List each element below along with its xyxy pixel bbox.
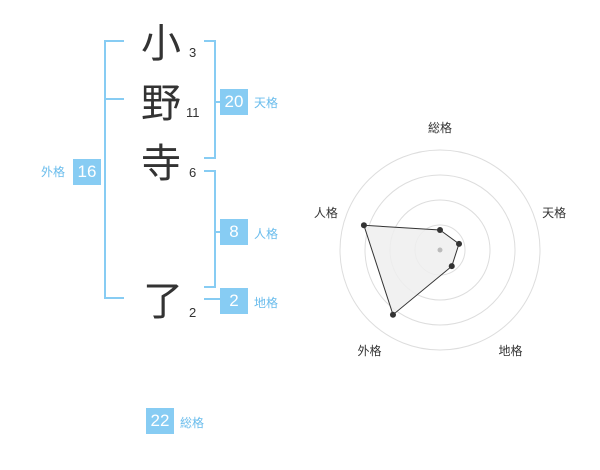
stroke-count-1: 3: [189, 45, 197, 60]
jinkaku-label: 人格: [254, 227, 279, 241]
gaikaku-bracket-top: [104, 40, 124, 42]
soukaku-value-badge: 22: [146, 408, 174, 434]
radar-point-1: [437, 227, 443, 233]
radar-axis-label-2: 天格: [542, 205, 566, 220]
radar-point-4: [389, 311, 396, 318]
jinkaku-bracket-connector: [214, 231, 222, 233]
gaikaku-bracket-vertical: [104, 40, 106, 299]
radar-point-5: [360, 222, 367, 229]
name-char-1: 小: [141, 21, 181, 67]
jinkaku-bracket-top: [204, 170, 216, 172]
tenkaku-bracket-vertical: [214, 40, 216, 159]
name-char-3: 寺: [141, 141, 181, 187]
radar-point-3: [448, 263, 455, 270]
radar-center-point: [437, 247, 443, 253]
jinkaku-bracket-vertical: [214, 170, 216, 288]
chikaku-bracket-connector: [204, 298, 222, 300]
soukaku-label: 総格: [180, 416, 205, 430]
jinkaku-bracket-bottom: [204, 286, 216, 288]
radar-axis-label-5: 人格: [314, 205, 338, 220]
stroke-count-3: 6: [189, 165, 197, 180]
tenkaku-bracket-connector: [214, 101, 222, 103]
gaikaku-label: 外格: [41, 165, 66, 179]
radar-axis-label-1: 総格: [428, 120, 452, 135]
radar-axis-label-4: 外格: [357, 343, 381, 358]
gaikaku-value-badge: 16: [73, 159, 101, 185]
name-char-4: 了: [143, 279, 183, 325]
stroke-count-4: 2: [189, 305, 197, 320]
radar-ring-4: [339, 149, 541, 351]
name-char-2: 野: [141, 81, 181, 127]
radar-axis-label-3: 地格: [499, 343, 523, 358]
tenkaku-bracket-top: [204, 40, 216, 42]
gaikaku-bracket-bottom: [104, 297, 124, 299]
stroke-count-2: 11: [186, 105, 200, 120]
tenkaku-bracket-bottom: [204, 157, 216, 159]
radar-ring-3: [364, 174, 516, 326]
radar-polygon: [363, 224, 460, 316]
gaikaku-bracket-mid: [104, 98, 124, 100]
tenkaku-label: 天格: [254, 96, 279, 110]
radar-point-2: [456, 240, 463, 247]
tenkaku-value-badge: 20: [220, 89, 248, 115]
chikaku-value-badge: 2: [220, 288, 248, 314]
chikaku-label: 地格: [254, 296, 279, 310]
jinkaku-value-badge: 8: [220, 219, 248, 245]
